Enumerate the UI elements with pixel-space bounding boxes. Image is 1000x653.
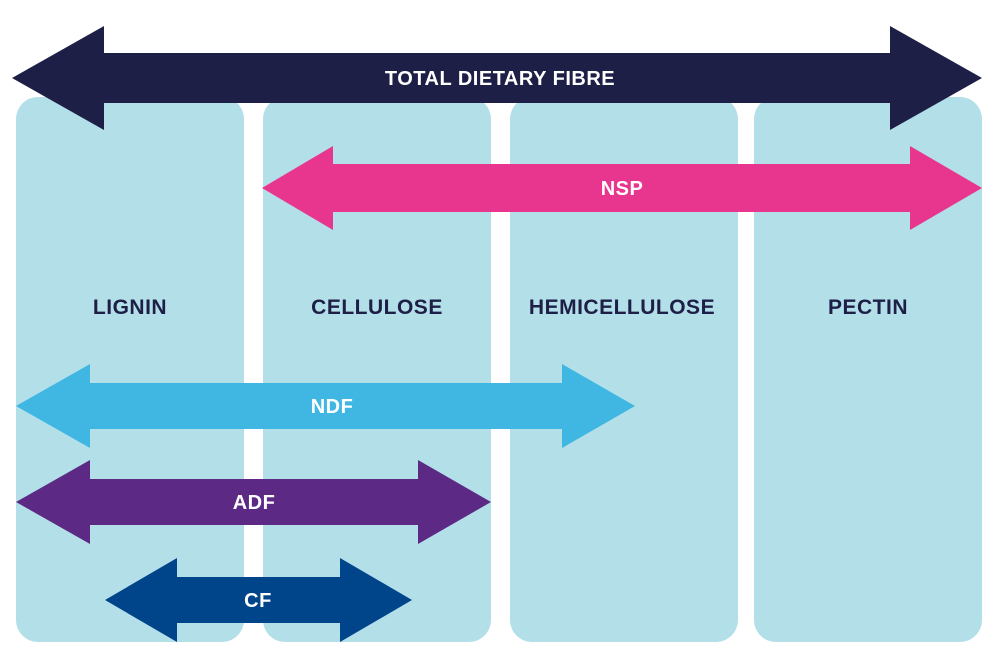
- column-label-hemicellulose: HEMICELLULOSE: [529, 296, 715, 319]
- column-label-lignin: LIGNIN: [93, 296, 167, 319]
- column-lignin: [16, 97, 244, 642]
- cf-label: CF: [244, 590, 272, 612]
- nsp-label: NSP: [601, 178, 644, 200]
- column-hemicellulose: [510, 97, 738, 642]
- ndf-label: NDF: [311, 396, 354, 418]
- adf-arrow: [16, 460, 491, 544]
- column-label-pectin: PECTIN: [828, 296, 908, 319]
- column-pectin: [754, 97, 982, 642]
- nsp-arrow: [262, 146, 982, 230]
- adf-label: ADF: [233, 492, 276, 514]
- column-label-cellulose: CELLULOSE: [311, 296, 443, 319]
- ndf-arrow: [16, 364, 635, 448]
- total-dietary-fibre-arrow: [12, 26, 982, 130]
- cf-arrow: [105, 558, 412, 642]
- total-dietary-fibre-label: TOTAL DIETARY FIBRE: [385, 68, 615, 90]
